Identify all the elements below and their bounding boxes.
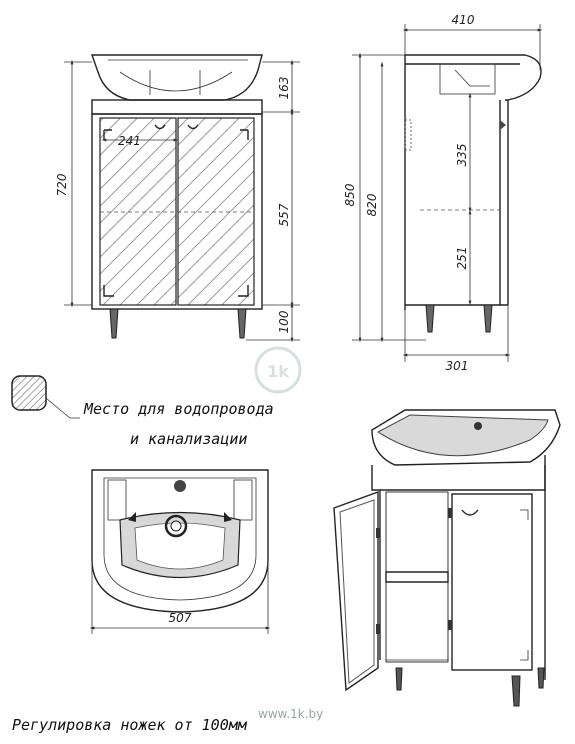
- svg-text:1k: 1k: [267, 362, 289, 381]
- side-dimensions: 410 850 820 335 251 301: [343, 13, 543, 373]
- dim-100: 100: [277, 310, 291, 333]
- dim-335: 335: [455, 144, 469, 167]
- top-view: [91, 469, 269, 613]
- dim-301: 301: [446, 359, 469, 373]
- side-view: [404, 54, 542, 333]
- dim-850: 850: [343, 183, 357, 206]
- dim-507: 507: [169, 611, 192, 625]
- dim-820: 820: [365, 193, 379, 216]
- dim-241: 241: [118, 134, 141, 148]
- front-dimensions: 720 163 557 100 241: [55, 59, 300, 343]
- dim-251: 251: [455, 247, 469, 270]
- front-view: [91, 54, 263, 339]
- watermark-text: www.1k.by: [258, 707, 323, 721]
- plumbing-note: Место для водопровода и канализации: [11, 375, 274, 448]
- dim-720: 720: [55, 173, 69, 196]
- dim-410: 410: [452, 13, 475, 27]
- plumbing-text-line1: Место для водопровода: [83, 400, 274, 418]
- watermark-logo: 1k: [254, 346, 302, 394]
- top-dimensions: 507: [89, 560, 271, 634]
- legs-adjust-text: Регулировка ножек от 100мм: [12, 716, 248, 734]
- dim-557: 557: [277, 203, 291, 226]
- dim-163: 163: [277, 77, 291, 100]
- perspective-view: [333, 409, 561, 707]
- plumbing-text-line2: и канализации: [130, 430, 247, 448]
